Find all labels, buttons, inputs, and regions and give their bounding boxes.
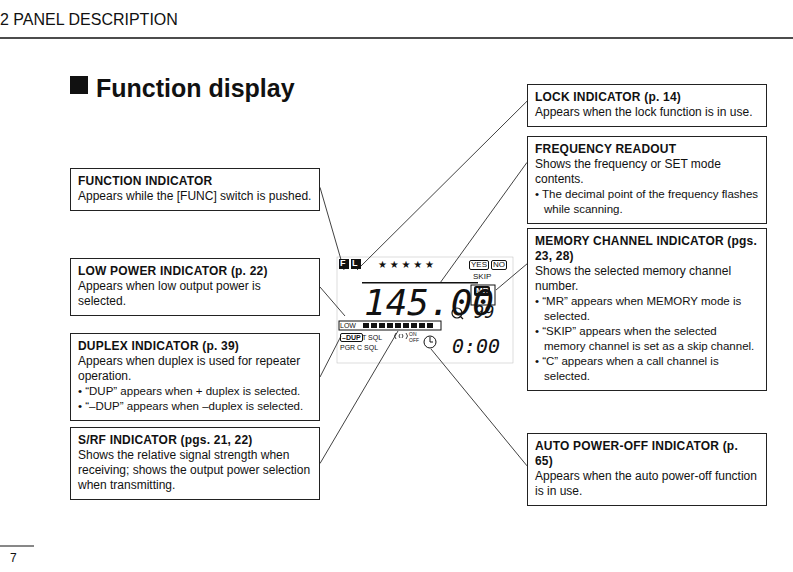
page-rule [0,546,34,547]
callout-text: • The decimal point of the frequency fla… [535,187,759,217]
leader-line [431,349,527,466]
callout-box: DUPLEX INDICATOR (p. 39)Appears when dup… [70,333,320,421]
lcd-label: ★ ★ ★ ★ ★ [378,260,434,270]
lcd-label: YES [469,260,489,270]
callout-text: • “–DUP” appears when –duplex is selecte… [78,399,312,414]
callout-text: • “DUP” appears when + duplex is selecte… [78,384,312,399]
callout-text: Appears when the lock function is in use… [535,105,759,120]
callout-heading: LOW POWER INDICATOR (p. 22) [78,264,312,279]
lcd-label: OFF [409,338,419,343]
callout-text: Shows the selected memory channel number… [535,264,759,294]
lcd-label: 99 [474,304,494,321]
callout-heading: S/RF INDICATOR (pgs. 21, 22) [78,433,312,448]
leader-line [357,101,527,270]
lcd-label: PGR C SQL [340,344,378,351]
leader-lines [320,101,527,466]
lcd-label: NO [491,260,507,270]
callout-box: S/RF INDICATOR (pgs. 21, 22)Shows the re… [70,427,320,500]
callout-heading: FUNCTION INDICATOR [78,174,312,189]
lcd-label: ON [409,332,417,337]
callout-box: LOCK INDICATOR (p. 14)Appears when the l… [527,84,767,127]
callout-text: Shows the frequency or SET mode contents… [535,157,759,187]
leader-line [320,187,344,270]
callout-heading: DUPLEX INDICATOR (p. 39) [78,339,312,354]
callout-heading: FREQUENCY READOUT [535,142,759,157]
lcd-illustration [337,257,513,363]
callout-box: MEMORY CHANNEL INDICATOR (pgs. 23, 28)Sh… [527,228,767,391]
lcd-label: LOW [340,322,356,329]
callout-heading: LOCK INDICATOR (p. 14) [535,90,759,105]
leader-line [320,331,398,464]
callout-text: • “MR” appears when MEMORY mode is selec… [535,294,759,324]
lcd-label: F [340,259,346,268]
callout-text: Appears while the [FUNC] switch is pushe… [78,189,312,204]
page-title: Function display [96,74,295,103]
callout-text: Appears when the auto power-off function… [535,469,759,499]
leader-line [320,287,345,316]
page-label: 2 PANEL DESCRIPTION [0,12,178,28]
heading-square [70,76,88,94]
lcd-label: T SQL [362,334,382,341]
callout-text: Shows the relative signal strength when … [78,448,312,493]
lcd-label: L [352,259,358,268]
lcd-label: 0:00 [452,336,500,356]
callout-box: FREQUENCY READOUTShows the frequency or … [527,136,767,224]
lcd-label: SKIP [473,273,491,281]
page-label: 7 [10,552,17,564]
callout-heading: AUTO POWER-OFF INDICATOR (p. 65) [535,439,759,469]
callout-text: Appears when low output power is selecte… [78,279,312,309]
leader-line [320,336,341,377]
callout-text: • “SKIP” appears when the selected memor… [535,324,759,354]
callout-text: • “C” appears when a call channel is sel… [535,354,759,384]
callout-heading: MEMORY CHANNEL INDICATOR (pgs. 23, 28) [535,234,759,264]
lcd-label: –DUP [340,333,363,342]
callout-box: LOW POWER INDICATOR (p. 22)Appears when … [70,258,320,316]
callout-text: Appears when duplex is used for repeater… [78,354,312,384]
callout-box: FUNCTION INDICATORAppears while the [FUN… [70,168,320,211]
leader-line [440,162,527,283]
callout-box: AUTO POWER-OFF INDICATOR (p. 65)Appears … [527,433,767,506]
header-rule [0,37,793,39]
